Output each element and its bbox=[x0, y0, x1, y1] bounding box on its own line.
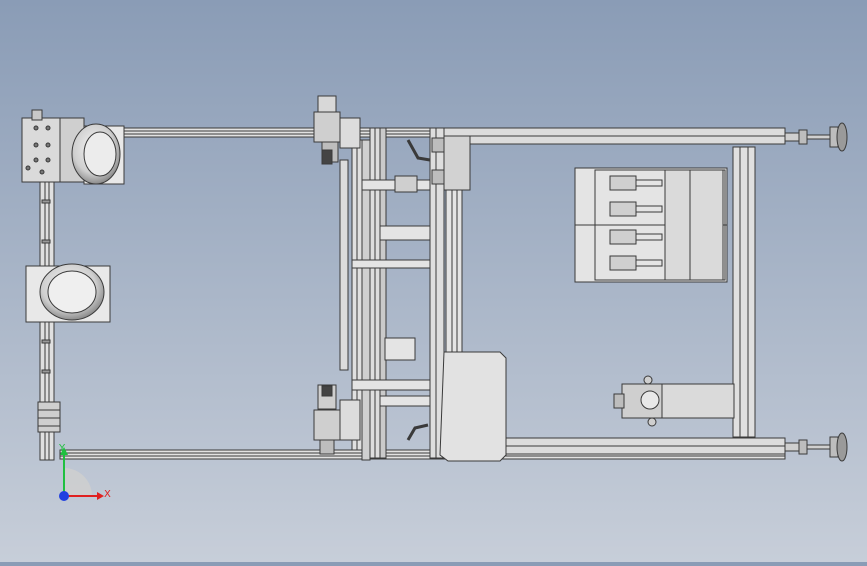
bottom-frame-rail[interactable] bbox=[59, 437, 786, 460]
cover-panel[interactable] bbox=[439, 351, 507, 462]
cylinder-unit[interactable] bbox=[613, 375, 735, 427]
coordinate-triad: X Y bbox=[58, 443, 111, 501]
disc-top-left[interactable] bbox=[71, 123, 125, 185]
disc-middle-left[interactable] bbox=[25, 263, 111, 323]
linear-carriage[interactable] bbox=[339, 127, 387, 461]
gripper-top[interactable] bbox=[313, 95, 361, 165]
sensor-block-top[interactable] bbox=[431, 135, 471, 191]
right-frame-rail[interactable] bbox=[732, 146, 756, 438]
leveling-foot-bottom[interactable] bbox=[784, 432, 848, 462]
x-axis-label: X bbox=[104, 489, 111, 500]
y-axis-label: Y bbox=[58, 443, 66, 454]
leveling-foot-top[interactable] bbox=[784, 122, 848, 152]
fixture-clamps[interactable] bbox=[609, 175, 663, 271]
gripper-bottom[interactable] bbox=[313, 384, 361, 455]
air-fittings[interactable] bbox=[406, 139, 431, 441]
